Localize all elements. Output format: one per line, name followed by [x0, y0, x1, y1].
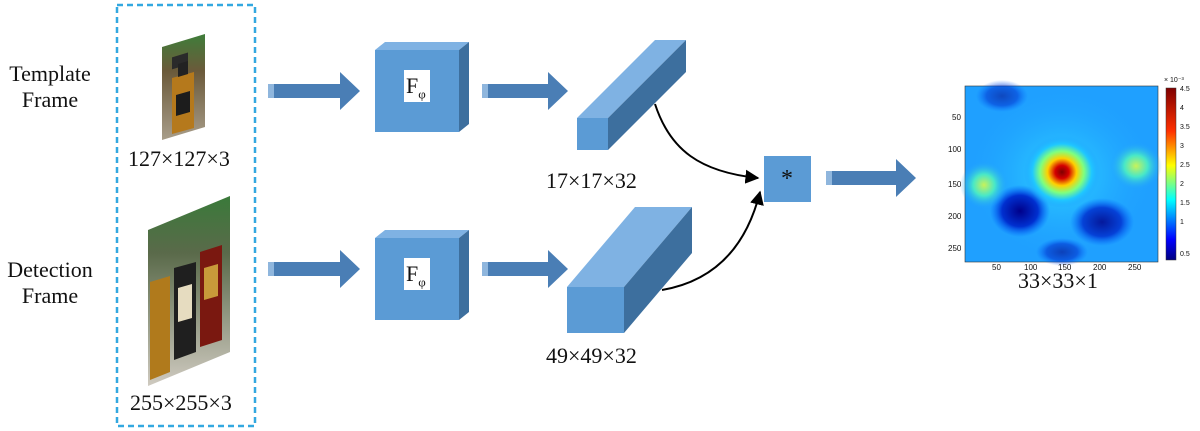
template-feature-block	[577, 40, 686, 150]
curve-arrow-detection	[661, 190, 764, 291]
detection-feature-block	[567, 207, 692, 333]
arrow-network-to-template-feature	[482, 72, 568, 110]
detection-label-line1: Detection	[7, 257, 93, 282]
detection-frame-image	[148, 196, 230, 386]
score-map-size: 33×33×1	[1018, 268, 1098, 293]
colorbar-tick: 2	[1180, 181, 1184, 188]
arrow-correlation-to-score-map	[826, 159, 916, 197]
score-map	[960, 80, 1162, 266]
correlation-box	[764, 156, 811, 202]
score-map-colorbar	[1165, 87, 1177, 261]
x-tick: 200	[1093, 263, 1107, 272]
detection-label-line2: Frame	[21, 283, 79, 308]
curve-arrow-template	[654, 103, 760, 184]
y-tick: 250	[948, 244, 962, 253]
colorbar-tick: 0.5	[1180, 251, 1190, 258]
network-cube-template	[375, 42, 469, 132]
y-tick: 200	[948, 212, 962, 221]
network-subscript: φ	[418, 274, 426, 290]
template-frame-image	[162, 34, 205, 140]
network-symbol: F	[406, 261, 419, 286]
colorbar-tick: 1.5	[1180, 200, 1190, 207]
colorbar-tick: 4	[1180, 105, 1184, 112]
network-label-detection: Fφ	[406, 261, 426, 295]
arrow-detection-to-network	[268, 250, 360, 288]
detection-input-size: 255×255×3	[130, 390, 232, 415]
detection-feature-size: 49×49×32	[546, 343, 637, 368]
network-subscript: φ	[418, 86, 426, 102]
correlation-symbol: *	[781, 166, 793, 192]
colorbar-tick: 4.5	[1180, 86, 1190, 93]
template-input-size: 127×127×3	[128, 146, 230, 171]
template-label-line2: Frame	[21, 87, 79, 112]
x-tick: 100	[1024, 263, 1038, 272]
template-feature-size: 17×17×32	[546, 168, 637, 193]
colorbar-exponent: × 10⁻³	[1164, 77, 1184, 84]
arrow-network-to-detection-feature	[482, 250, 568, 288]
x-tick: 250	[1128, 263, 1142, 272]
y-tick: 50	[952, 113, 961, 122]
colorbar-tick: 3	[1180, 143, 1184, 150]
x-tick: 50	[992, 263, 1001, 272]
y-tick: 100	[948, 145, 962, 154]
network-label-template: Fφ	[406, 73, 426, 107]
detection-frame-label: Detection Frame	[0, 257, 100, 309]
network-cube-detection	[375, 230, 469, 320]
template-frame-label: Template Frame	[0, 61, 100, 113]
x-tick: 150	[1058, 263, 1072, 272]
arrow-template-to-network	[268, 72, 360, 110]
colorbar-tick: 1	[1180, 219, 1184, 226]
template-label-line1: Template	[9, 61, 91, 86]
y-tick: 150	[948, 180, 962, 189]
network-symbol: F	[406, 73, 419, 98]
colorbar-tick: 3.5	[1180, 124, 1190, 131]
colorbar-tick: 2.5	[1180, 162, 1190, 169]
